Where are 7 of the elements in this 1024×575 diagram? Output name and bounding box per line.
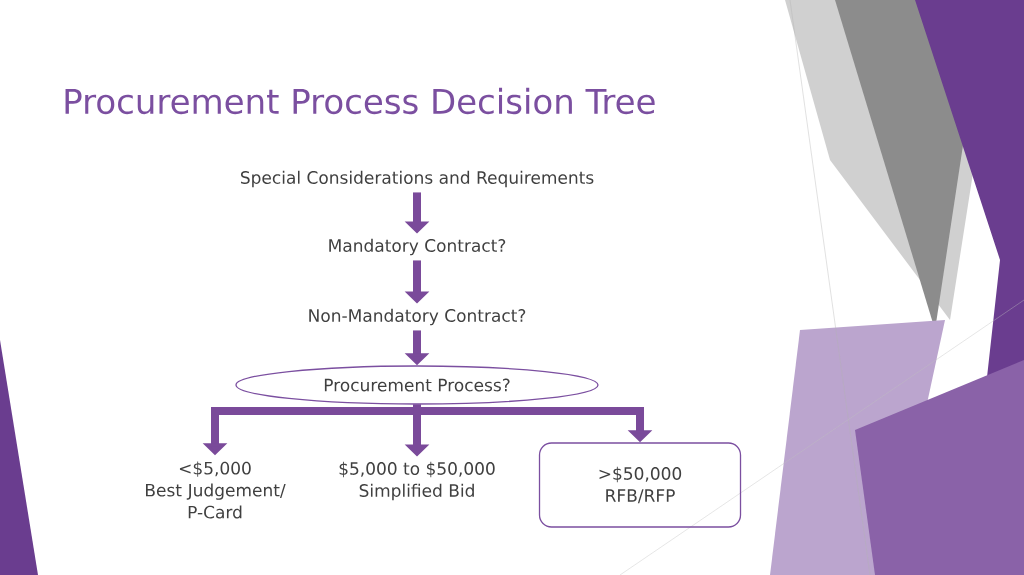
- decision-label: Non-Mandatory Contract?: [309, 308, 526, 326]
- decision-label: $5,000 to $50,000 Simplified Bid: [339, 461, 495, 501]
- title: Procurement Process Decision Tree: [65, 87, 655, 115]
- decision-label: <$5,000 Best Judgement/ P-Card: [146, 461, 286, 519]
- decision-label: Mandatory Contract?: [329, 238, 506, 256]
- decision-label: Special Considerations and Requirements: [240, 170, 594, 188]
- outcome-box: >$50,000 RFB/RFP: [538, 442, 742, 528]
